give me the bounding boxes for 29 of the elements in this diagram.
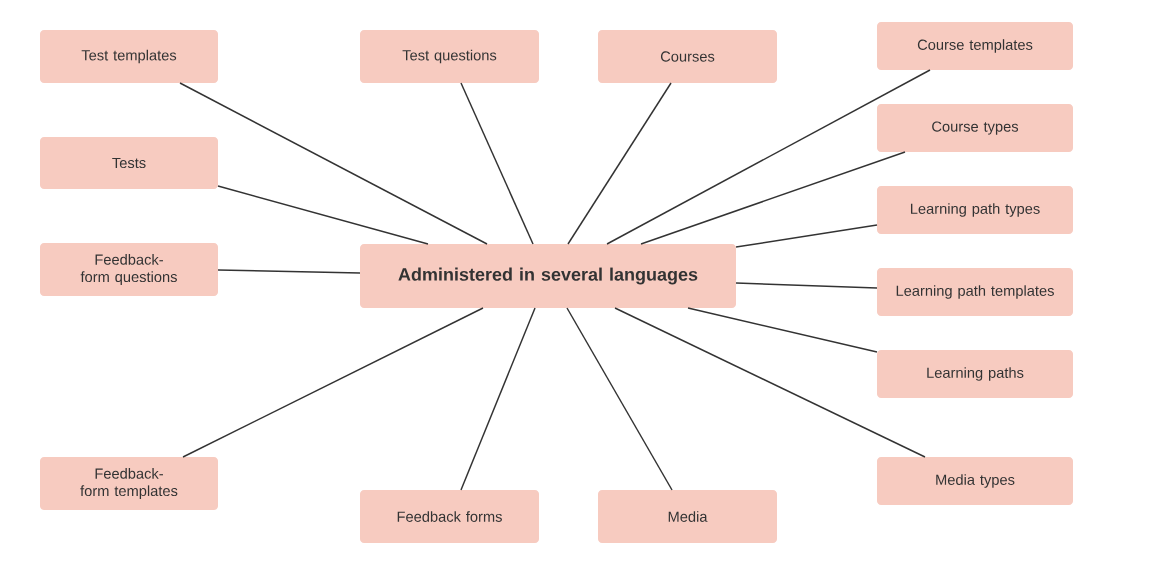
item-box: Test templates	[40, 30, 218, 83]
connector-line	[460, 307, 536, 491]
item-box: Test questions	[360, 30, 539, 83]
item-box: Learning path templates	[877, 268, 1073, 316]
item-box: Feedback-form questions	[40, 243, 218, 296]
item-box: Course types	[877, 104, 1073, 152]
connector-line	[217, 269, 361, 274]
item-box: Feedback-form templates	[40, 457, 218, 510]
item-box: Feedback forms	[360, 490, 539, 543]
connector-line	[179, 82, 488, 245]
item-box: Media	[598, 490, 777, 543]
item-box: Tests	[40, 137, 218, 189]
connector-line	[567, 82, 672, 245]
item-box: Learning paths	[877, 350, 1073, 398]
topic-box: Administered in several languages	[360, 244, 736, 308]
connector-line	[566, 307, 673, 491]
connector-line	[460, 82, 534, 245]
item-box: Courses	[598, 30, 777, 83]
connector-line	[606, 69, 931, 245]
connector-line	[217, 185, 429, 245]
connector-line	[687, 307, 878, 353]
item-box: Media types	[877, 457, 1073, 505]
connector-line	[614, 307, 926, 458]
connector-line	[735, 224, 878, 248]
item-box: Learning path types	[877, 186, 1073, 234]
connector-line	[735, 282, 878, 289]
connector-line	[640, 151, 906, 245]
item-box: Course templates	[877, 22, 1073, 70]
connector-line	[182, 307, 484, 458]
